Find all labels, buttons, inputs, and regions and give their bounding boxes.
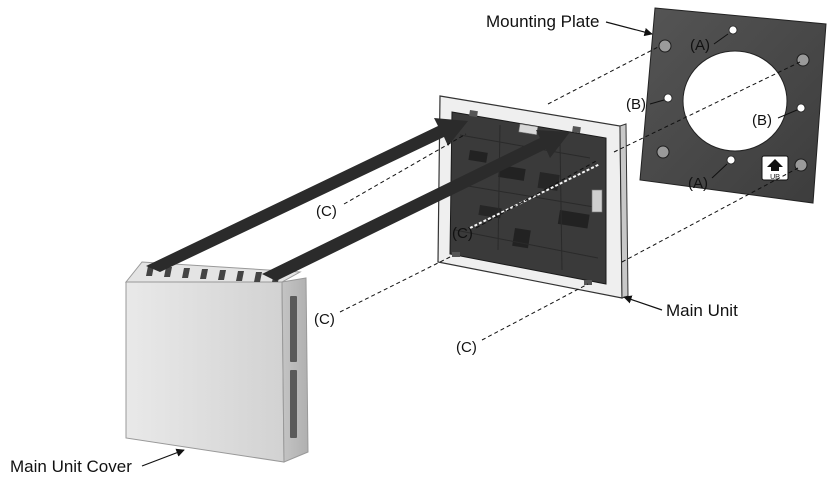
main-unit-pcb (449, 111, 607, 285)
insertion-arrow-lower (262, 130, 570, 281)
label-main-unit-cover: Main Unit Cover (10, 457, 132, 476)
code-a-bottom: (A) (688, 175, 708, 192)
cover-side-vents (290, 296, 297, 438)
code-a-top: (A) (690, 37, 710, 54)
hole-a-top (728, 25, 738, 35)
code-c-4: (C) (456, 339, 477, 356)
label-main-unit: Main Unit (666, 301, 738, 320)
code-c-3: (C) (314, 311, 335, 328)
cover-top-vents (146, 266, 280, 282)
callouts: Mounting Plate Main Unit Main Unit Cover… (10, 12, 798, 476)
pcb-diagonal-wire (469, 163, 601, 229)
label-mounting-plate: Mounting Plate (486, 12, 599, 31)
hole-b-right (796, 103, 806, 113)
up-marking: UP (761, 155, 789, 181)
code-c-2: (C) (452, 225, 473, 242)
code-b-left: (B) (626, 96, 646, 113)
code-b-right: (B) (752, 112, 772, 129)
insertion-arrow-upper (146, 118, 468, 272)
hole-a-bottom (726, 155, 736, 165)
insertion-arrows (146, 118, 570, 281)
main-unit-cover (124, 261, 309, 463)
plate-center-hole (682, 50, 788, 152)
alignment-lines (339, 45, 801, 341)
code-c-1: (C) (316, 203, 337, 220)
cover-front-face (125, 281, 285, 463)
up-marking-text: UP (770, 174, 780, 181)
mounting-plate: UP (639, 7, 827, 204)
hole-b-left (663, 93, 673, 103)
main-unit (437, 95, 629, 299)
